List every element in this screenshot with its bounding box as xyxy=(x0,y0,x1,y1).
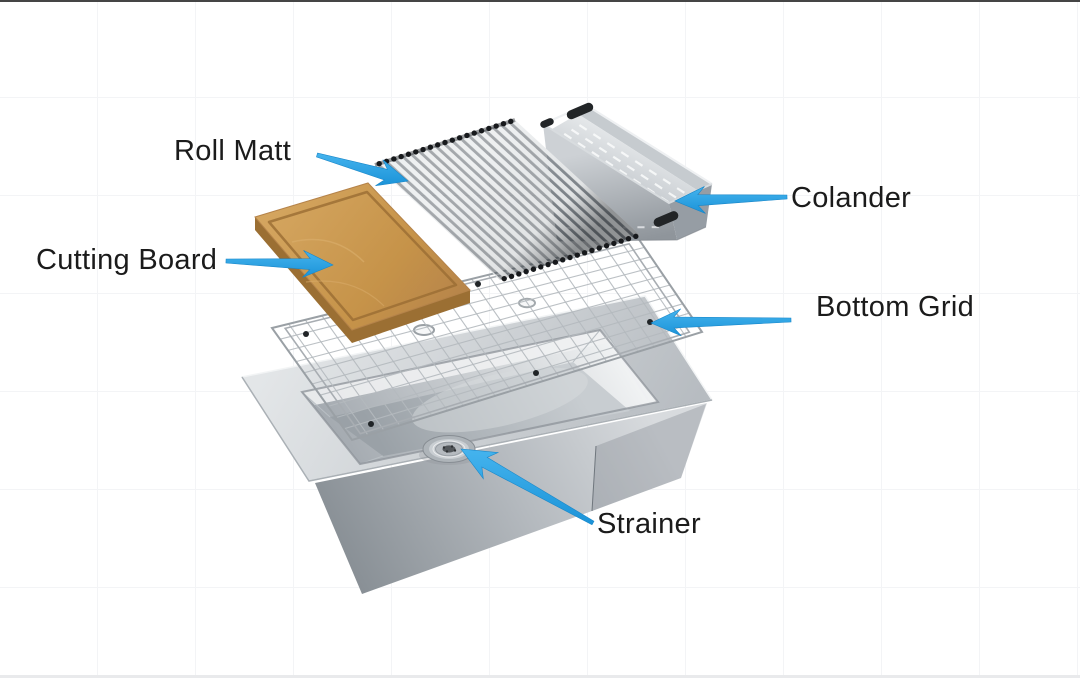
label-bottom-grid: Bottom Grid xyxy=(816,291,975,323)
colander-handle-front xyxy=(653,211,679,227)
sink-body-right-face xyxy=(592,404,706,511)
colander-handle-back xyxy=(566,102,594,120)
label-roll-matt: Roll Matt xyxy=(174,135,292,167)
colander-slots xyxy=(563,124,685,203)
label-colander: Colander xyxy=(791,182,912,214)
strainer-drain xyxy=(419,435,479,465)
callout-arrow-colander xyxy=(674,186,788,214)
cutting-board-top xyxy=(254,182,471,331)
label-strainer: Strainer xyxy=(597,508,701,540)
colander-handle-tab xyxy=(540,118,554,128)
roll-matt-end-caps xyxy=(376,118,639,282)
cutting-board-groove xyxy=(267,190,458,322)
colander-interior xyxy=(552,114,700,209)
callout-arrow-bottom-grid xyxy=(650,308,792,337)
label-cutting-board: Cutting Board xyxy=(36,244,218,276)
image-top-border xyxy=(0,0,1080,2)
image-bottom-border xyxy=(0,675,1080,678)
sink xyxy=(240,295,714,594)
callout-arrow-strainer xyxy=(460,448,595,526)
cutting-board xyxy=(254,182,471,343)
roll-matt xyxy=(374,118,640,282)
sink-body-front-face xyxy=(315,403,707,594)
cutting-board-edge xyxy=(255,217,470,343)
callout-arrow-cutting-board xyxy=(225,250,334,278)
callout-arrow-roll-matt xyxy=(316,152,409,187)
